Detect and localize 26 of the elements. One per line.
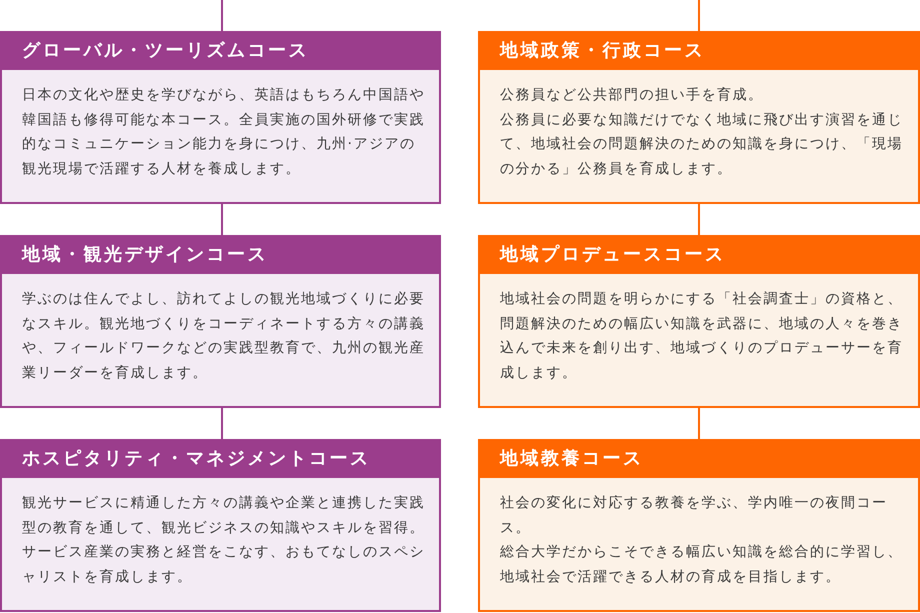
course-description: 総合大学だからこそできる幅広い知識を総合的に学習し、地域社会で活躍できる人材の育成を目指します。 <box>500 543 904 586</box>
connector-line <box>221 0 223 31</box>
course-card <box>0 235 441 408</box>
connector-line <box>698 0 700 31</box>
course-description: 公務員など公共部門の担い手を育成。 <box>500 86 764 105</box>
course-heading: 地域教養コース <box>480 441 918 478</box>
course-card <box>0 439 441 612</box>
course-heading: 地域政策・行政コース <box>480 33 918 70</box>
connector-line <box>698 408 700 439</box>
course-heading: グローバル・ツーリズムコース <box>2 33 439 70</box>
course-heading: 地域プロデュースコース <box>480 237 918 274</box>
course-card <box>478 439 920 612</box>
course-description: 社会の変化に対応する教養を学ぶ、学内唯一の夜間コース。 <box>500 494 888 538</box>
course-description: 学ぶのは住んでよし、訪れてよしの観光地域づくりに必要なスキル。観光地づくりをコーディネートする方々の講義や、フィールドワークなどの実践型教育で、九州の観光産業リーダーを育成します。 <box>22 290 426 382</box>
course-card <box>478 31 920 204</box>
course-card <box>0 31 441 204</box>
course-card <box>478 235 920 408</box>
course-heading: 地域・観光デザインコース <box>2 237 439 274</box>
course-heading: ホスピタリティ・マネジメントコース <box>2 441 439 478</box>
course-description: 地域社会の問題を明らかにする「社会調査士」の資格と、問題解決のための幅広い知識を武器に、地域の人々を巻き込んで未来を創り出す、地域づくりのプロデューサーを育成します。 <box>500 290 904 382</box>
connector-line <box>698 204 700 235</box>
connector-line <box>221 204 223 235</box>
course-description: 公務員に必要な知識だけでなく地域に飛び出す演習を通じて、地域社会の問題解決のための知識を身につけ、「現場の分かる」公務員を育成します。 <box>500 110 904 178</box>
course-description: 日本の文化や歴史を学びながら、英語はもちろん中国語や韓国語も修得可能な本コース。全員実施の国外研修で実践的なコミュニケーション能力を身につけ、九州·アジアの観光現場で活躍する人材を養成します。 <box>22 86 426 178</box>
course-description: 観光サービスに精通した方々の講義や企業と連携した実践型の教育を通して、観光ビジネスの知識やスキルを習得。サービス産業の実務と経営をこなす、おもてなしのスペシャリストを育成します。 <box>22 494 426 586</box>
connector-line <box>221 408 223 439</box>
